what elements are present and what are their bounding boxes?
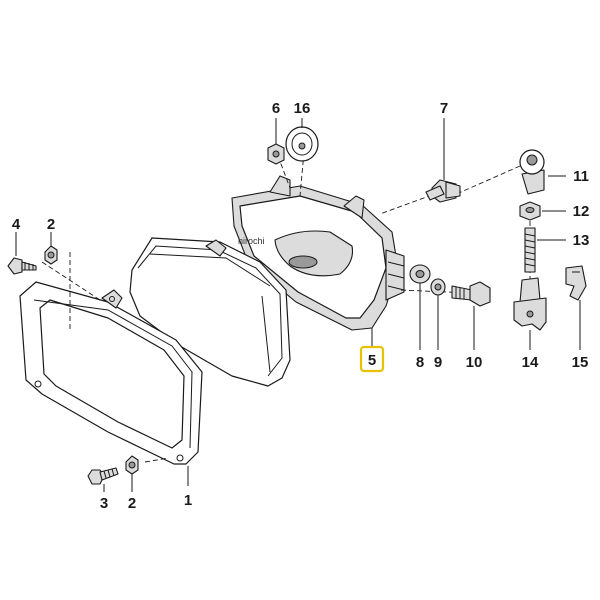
callout-2-top: 2: [47, 216, 55, 233]
callout-16: 16: [294, 100, 311, 117]
ball-socket-part-11: [519, 149, 545, 195]
screw-part-4: [7, 257, 37, 275]
callout-14: 14: [522, 354, 539, 371]
headlight-bezel: [19, 281, 203, 465]
threaded-rod-part-13: [524, 227, 536, 273]
nut-part-6: [267, 143, 285, 165]
washer-part-8: [409, 264, 431, 284]
callout-13: 13: [573, 232, 590, 249]
headlight-housing: [231, 175, 405, 331]
callout-10: 10: [466, 354, 483, 371]
highlight-box: [359, 345, 385, 373]
callout-6: 6: [272, 100, 280, 117]
callout-8: 8: [416, 354, 424, 371]
callout-12: 12: [573, 203, 590, 220]
callout-9: 9: [434, 354, 442, 371]
callout-3: 3: [100, 495, 108, 512]
bolt-part-10: [451, 281, 491, 307]
screw-part-7: [425, 179, 461, 203]
watermark: hirochi: [238, 236, 265, 246]
headlight-lens-unit: [129, 237, 291, 387]
washer-part-2-top: [44, 245, 58, 265]
callout-7: 7: [440, 100, 448, 117]
callout-2-bottom: 2: [128, 495, 136, 512]
leader-lines: [15, 118, 581, 492]
callout-5: 5: [368, 352, 376, 369]
callout-numbers: 4 2 6 16 7 11 12 13 5 8 9 10 14 15 1 3 2: [12, 100, 590, 512]
clevis-part-14: [513, 277, 547, 331]
nut-part-12: [519, 201, 541, 221]
callout-4: 4: [12, 216, 21, 233]
callout-1: 1: [184, 492, 192, 509]
washer-part-9: [430, 278, 446, 296]
clip-part-15: [565, 265, 587, 301]
washer-part-2-bottom: [125, 455, 139, 475]
screw-part-3: [87, 467, 119, 485]
cap-part-16: [285, 126, 319, 162]
callout-11: 11: [573, 168, 589, 185]
callout-15: 15: [572, 354, 589, 371]
